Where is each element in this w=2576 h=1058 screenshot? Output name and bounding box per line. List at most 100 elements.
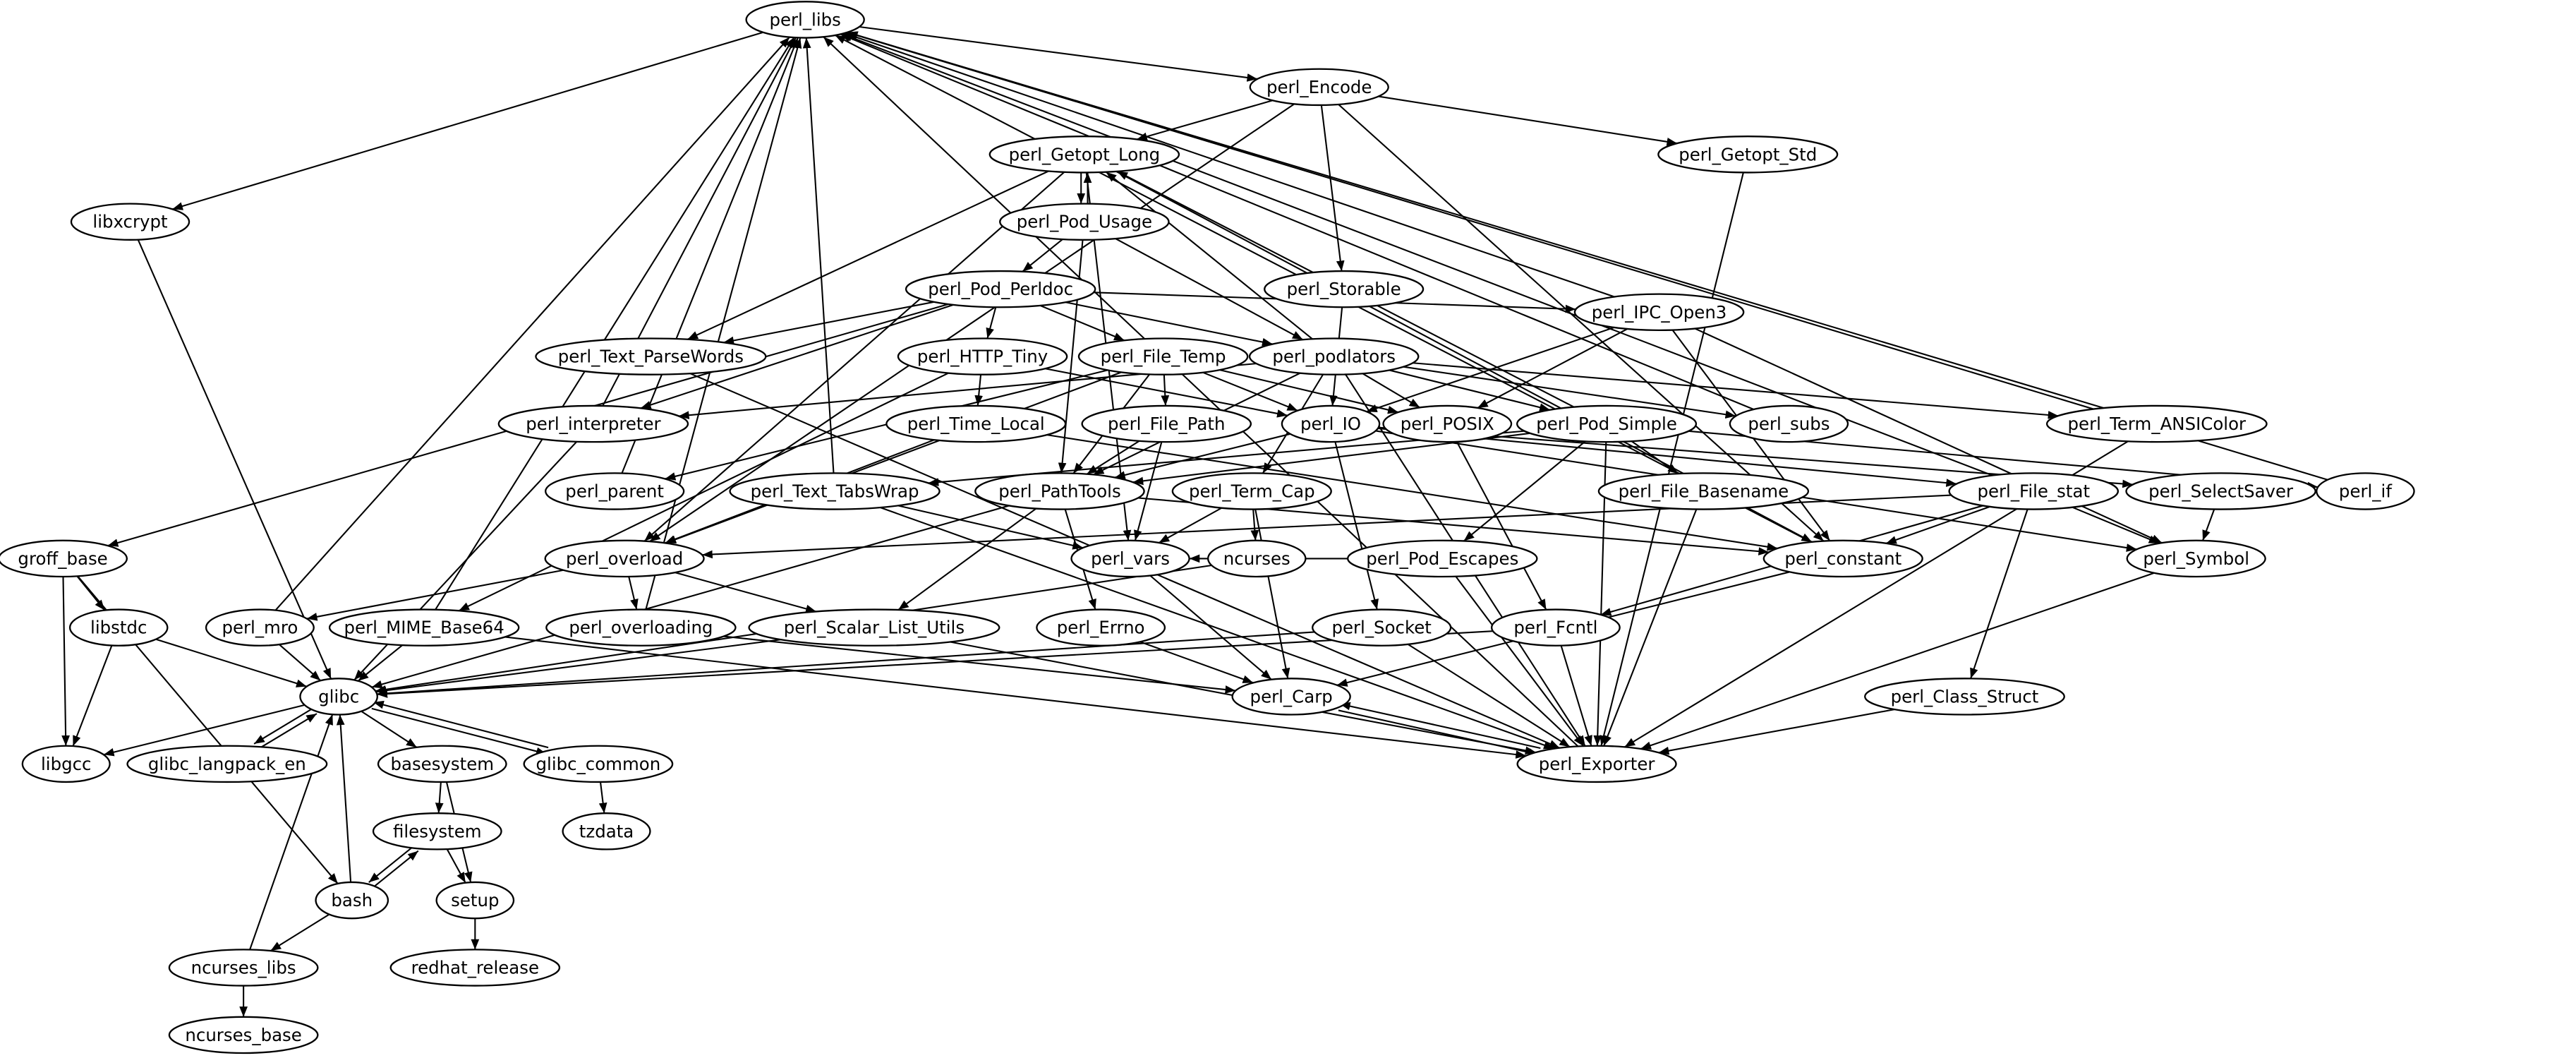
node-perl_Text_ParseWords[interactable] [535,337,767,375]
node-glibc[interactable] [299,678,378,716]
node-perl_if[interactable] [2316,472,2415,510]
edge-perl_Encode-to-perl_constant [1338,104,1825,542]
edge-perl_Text_TabsWrap-to-perl_vars [897,505,1084,550]
node-label: glibc_langpack_en [148,754,306,774]
edge-glibc-to-glibc_langpack_en [253,707,314,745]
edge-perl_overloading-to-perl_libs [645,37,802,610]
edge-perl_subs-to-perl_libs [840,33,1754,410]
node-label: perl_Text_ParseWords [558,347,744,367]
node-perl_overloading[interactable] [545,608,737,647]
edge-perl_File_Basename-to-perl_Exporter [1603,509,1698,747]
edge-perl_overload-to-perl_overloading [628,576,639,610]
node-label: perl_Pod_Simple [1536,414,1677,434]
edge-perl_Fcntl-to-perl_Exporter [1560,645,1592,747]
edge-perl_mro-to-perl_libs [274,36,790,611]
node-perl_vars[interactable] [1070,539,1190,578]
node-perl_Pod_Perldoc[interactable] [905,270,1096,308]
node-perl_Pod_Usage[interactable] [999,203,1170,241]
node-perl_Term_ANSIColor[interactable] [2045,404,2268,443]
edge-perl_IO-to-perl_Socket [1334,441,1379,610]
node-perl_Term_Cap[interactable] [1171,472,1332,510]
node-perl_Scalar_List_Utils[interactable] [748,608,1000,647]
node-libstdc[interactable] [68,608,169,647]
node-perl_File_Temp[interactable] [1077,337,1249,375]
edge-perl_overload-to-perl_mro [306,569,564,621]
edge-perl_Fcntl-to-glibc [377,630,1493,698]
edge-filesystem-to-setup [446,848,466,884]
node-libxcrypt[interactable] [70,203,191,241]
edge-perl_Encode-to-perl_Getopt_Std [1378,95,1678,146]
edge-basesystem-to-filesystem [435,781,444,814]
node-perl_Socket[interactable] [1312,608,1452,647]
node-perl_Fcntl[interactable] [1490,608,1621,647]
node-perl_subs[interactable] [1729,404,1849,443]
node-filesystem[interactable] [372,812,502,850]
edge-perl_libs-to-perl_Encode [859,25,1258,82]
node-label: perl_Pod_Usage [1017,212,1152,232]
edge-glibc_common-to-glibc [373,700,549,749]
node-ncurses_base[interactable] [168,1016,319,1054]
node-perl_File_Path[interactable] [1081,404,1252,443]
node-tzdata[interactable] [562,812,651,850]
node-perl_Pod_Escapes[interactable] [1347,539,1538,578]
node-perl_POSIX[interactable] [1382,404,1513,443]
edge-perl_overloading-to-perl_Carp [723,635,1236,694]
node-perl_Text_TabsWrap[interactable] [729,472,941,510]
node-label: perl_overload [566,548,683,569]
node-perl_Symbol[interactable] [2126,539,2266,578]
node-perl_mro[interactable] [205,608,315,647]
node-perl_Storable[interactable] [1264,270,1425,308]
edge-perl_Pod_Perldoc-to-perl_File_Temp [1039,304,1125,342]
node-perl_IO[interactable] [1281,404,1381,443]
edge-perl_HTTP_Tiny-to-perl_MIME_Base64 [458,372,949,612]
edge-perl_if-to-perl_libs [847,31,2328,481]
edge-perl_Pod_Perldoc-to-perl_interpreter [640,303,954,409]
node-label: perl_if [2339,481,2393,501]
node-label: ncurses [1223,548,1290,569]
node-perl_constant[interactable] [1762,539,1923,578]
edge-perl_Term_ANSIColor-to-perl_libs [847,31,2105,409]
node-perl_Exporter[interactable] [1516,745,1677,783]
edge-perl_Getopt_Std-to-perl_Exporter [1600,172,1744,747]
node-label: perl_libs [769,9,840,30]
node-perl_Carp[interactable] [1231,678,1351,716]
edge-perl_podlators-to-perl_subs [1403,366,1736,419]
node-perl_Encode[interactable] [1249,68,1389,107]
edge-perl_File_Temp-to-perl_IO [1202,371,1298,411]
node-glibc_langpack_en[interactable] [126,745,328,783]
node-perl_parent[interactable] [545,472,685,510]
node-perl_libs[interactable] [745,1,865,39]
node-label: tzdata [579,821,634,841]
node-perl_SelectSaver[interactable] [2125,472,2316,510]
node-ncurses_libs[interactable] [168,949,319,987]
node-libgcc[interactable] [21,745,111,783]
node-perl_overload[interactable] [544,539,705,578]
node-perl_podlators[interactable] [1248,337,1420,375]
node-perl_Getopt_Std[interactable] [1657,136,1839,174]
node-perl_File_stat[interactable] [1948,472,2120,510]
node-label: basesystem [390,754,494,774]
node-glibc_common[interactable] [523,745,674,783]
node-perl_Class_Struct[interactable] [1864,678,2065,716]
node-perl_Time_Local[interactable] [885,404,1067,443]
node-ncurses[interactable] [1207,539,1307,578]
node-perl_Errno[interactable] [1036,608,1166,647]
node-groff_base[interactable] [0,539,128,578]
node-perl_PathTools[interactable] [974,472,1145,510]
node-redhat_release[interactable] [389,949,561,987]
node-perl_HTTP_Tiny[interactable] [897,337,1068,375]
node-bash[interactable] [315,881,389,920]
node-perl_File_Basename[interactable] [1597,472,1810,510]
node-basesystem[interactable] [377,745,507,783]
edge-perl_Symbol-to-perl_Exporter [1640,572,2155,750]
node-perl_Getopt_Long[interactable] [988,136,1180,174]
node-perl_IPC_Open3[interactable] [1573,293,1745,332]
node-perl_interpreter[interactable] [497,404,689,443]
node-setup[interactable] [435,881,515,920]
node-perl_MIME_Base64[interactable] [328,608,520,647]
edge-perl_IPC_Open3-to-perl_IO [1366,326,1615,413]
edge-bash-to-glibc [336,714,352,883]
node-perl_Pod_Simple[interactable] [1516,404,1698,443]
node-label: perl_vars [1091,548,1170,569]
